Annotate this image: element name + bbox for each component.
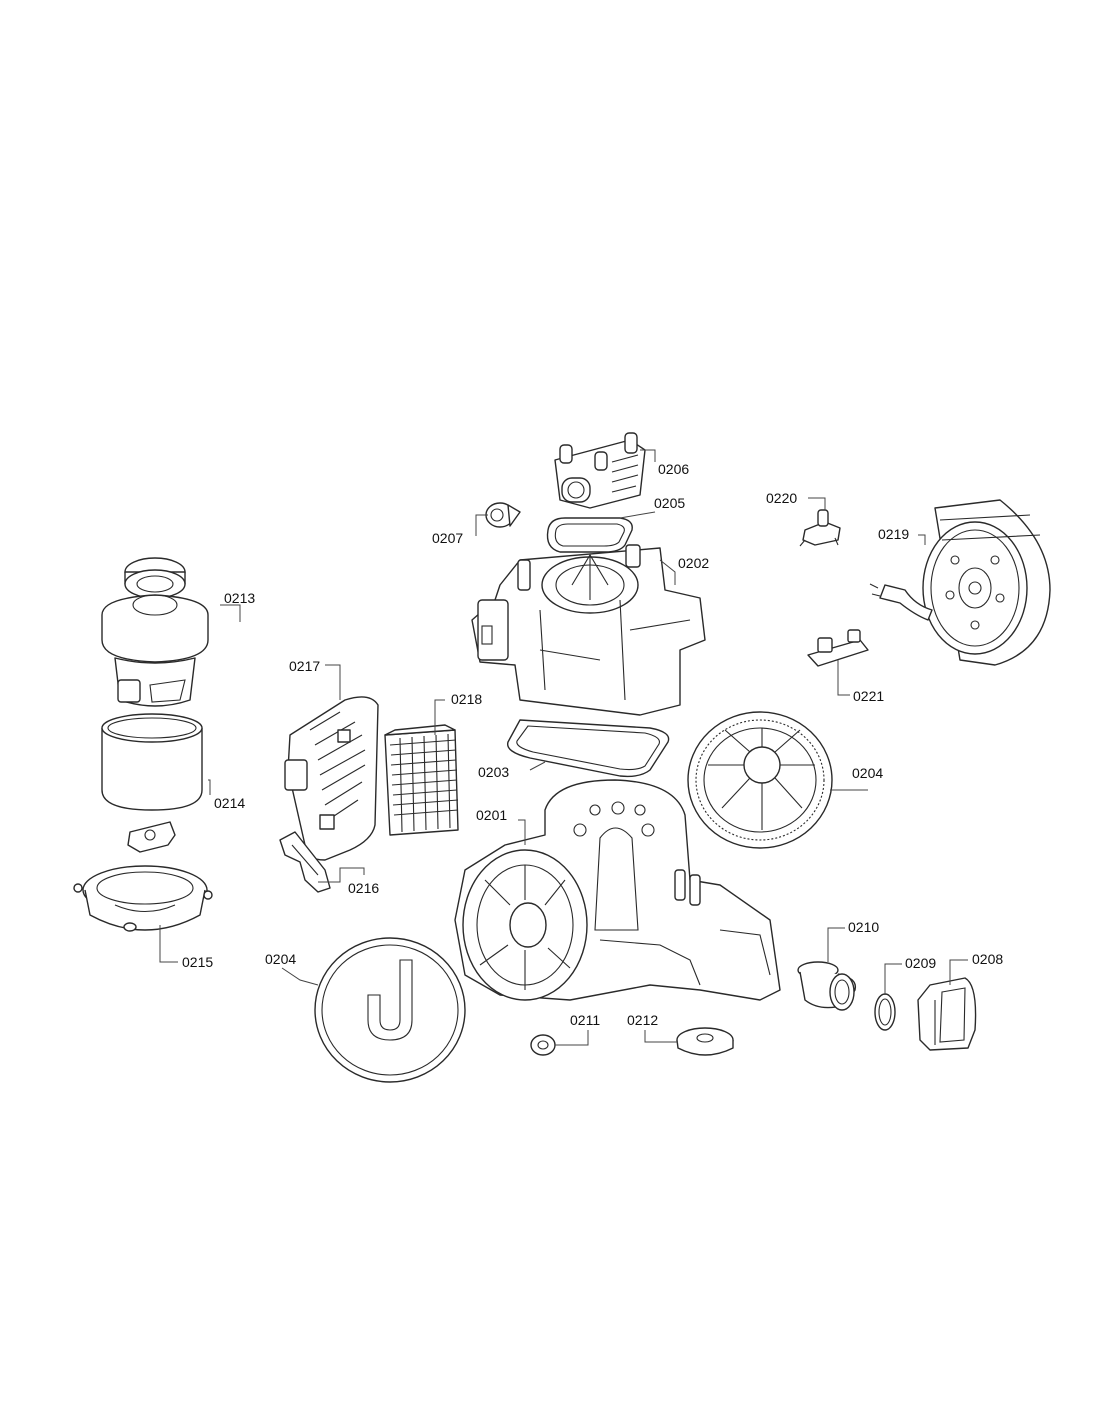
part-0208-hose-socket: [917, 977, 977, 1051]
callout-0217: 0217: [289, 658, 320, 674]
callout-0216: 0216: [348, 880, 379, 896]
part-0215-motor-base: [73, 865, 213, 932]
callout-0201: 0201: [476, 807, 507, 823]
callout-0219: 0219: [878, 526, 909, 542]
callout-0205: 0205: [654, 495, 685, 511]
callout-0208: 0208: [972, 951, 1003, 967]
part-0213-motor: [101, 557, 209, 707]
part-0202-upper-housing: [471, 544, 706, 716]
part-0204-wheel-left: [314, 937, 466, 1083]
callout-0220: 0220: [766, 490, 797, 506]
callout-0204-right: 0204: [852, 765, 883, 781]
callout-0218: 0218: [451, 691, 482, 707]
part-0209-o-ring: [874, 993, 896, 1031]
part-0205-gasket: [546, 517, 633, 553]
callout-0211: 0211: [570, 1012, 600, 1028]
part-0211-knob: [530, 1034, 556, 1056]
part-0210-elbow-connector: [797, 961, 857, 1011]
callout-0204-left: 0204: [265, 951, 296, 967]
part-0216-bracket: [279, 831, 331, 893]
callout-0207: 0207: [432, 530, 463, 546]
part-0217-filter-frame: [284, 696, 379, 861]
callout-0209: 0209: [905, 955, 936, 971]
part-motor-mount: [127, 821, 176, 853]
part-0207-grommet: [485, 502, 521, 528]
callout-0210: 0210: [848, 919, 879, 935]
part-0221-circuit-board: [807, 629, 869, 667]
part-0206-outlet-housing: [554, 432, 646, 509]
leader-lines: [159, 449, 968, 1046]
callout-0215: 0215: [182, 954, 213, 970]
part-0219-cable-reel: [869, 499, 1051, 666]
callout-0221: 0221: [853, 688, 884, 704]
callout-0202: 0202: [678, 555, 709, 571]
part-0218-hepa-filter: [384, 724, 459, 836]
part-0203-gasket: [506, 719, 670, 778]
callout-labels: 0206 0205 0207 0202 0203 0204 0201 0213 …: [182, 461, 1003, 1028]
callout-0203: 0203: [478, 764, 509, 780]
part-0212-castor: [676, 1027, 734, 1056]
part-0214-motor-sleeve: [101, 713, 203, 811]
callout-0214: 0214: [214, 795, 245, 811]
part-0204-wheel-right: [687, 711, 833, 849]
part-0201-base-chassis: [454, 779, 781, 1001]
part-0220-switch: [799, 509, 841, 547]
callout-0212: 0212: [627, 1012, 658, 1028]
callout-0206: 0206: [658, 461, 689, 477]
callout-0213: 0213: [224, 590, 255, 606]
